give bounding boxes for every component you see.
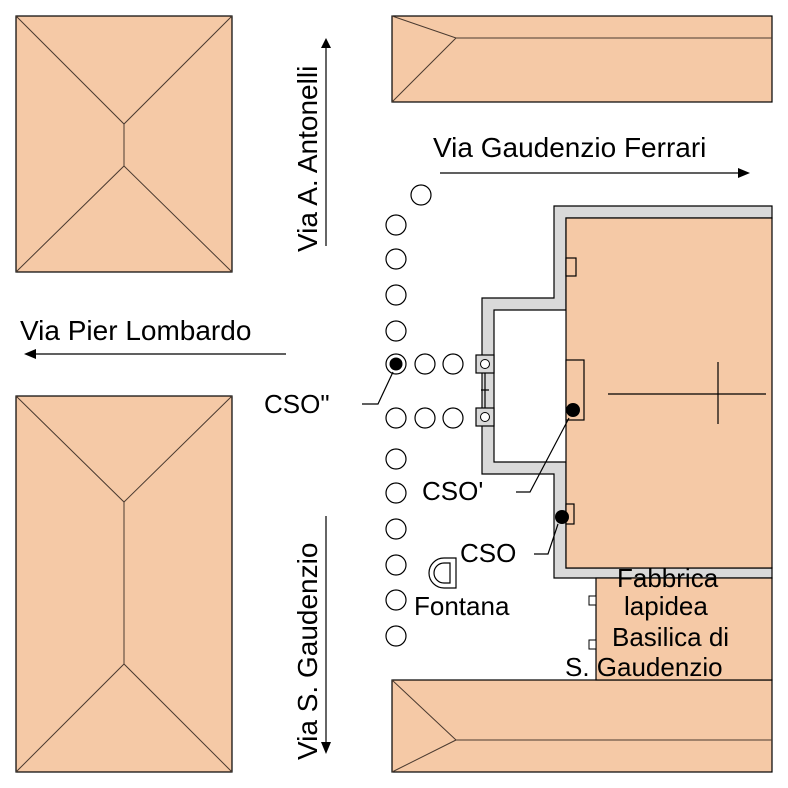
fountain-symbol [428,557,457,589]
basilica-building [481,205,773,681]
label-fabbrica-line2: lapidea [624,591,708,621]
label-fontana: Fontana [414,591,510,621]
street-label-gaudenzio-ferrari: Via Gaudenzio Ferrari [433,132,706,163]
cso-double-prime-marker [362,353,407,405]
arrow-antonelli [321,38,331,246]
street-label-antonelli: Via A. Antonelli [292,66,323,252]
street-label-s-gaudenzio: Via S. Gaudenzio [292,543,323,760]
trees [385,184,464,647]
gate-pillars [475,354,495,427]
street-label-pier-lombardo: Via Pier Lombardo [20,315,251,346]
arrow-s-gaudenzio [321,516,331,754]
arrow-gaudenzio-ferrari [440,168,750,178]
cso-marker [534,510,569,555]
label-cso-prime: CSO' [422,476,483,506]
label-cso-double-prime: CSO" [264,389,330,419]
building-bottom-right [391,679,773,773]
label-fabbrica-line1: Fabbrica [617,563,719,593]
label-basilica-line2: S. Gaudenzio [565,652,723,682]
cso-markers [362,353,580,555]
building-top-left [15,15,233,273]
arrow-pier-lombardo [24,349,286,359]
label-cso: CSO [460,538,516,568]
label-basilica-line1: Basilica di [612,622,729,652]
building-bottom-left [15,395,233,773]
building-top-right [391,15,773,103]
cso-prime-marker [516,403,580,493]
direction-arrows [24,38,750,754]
